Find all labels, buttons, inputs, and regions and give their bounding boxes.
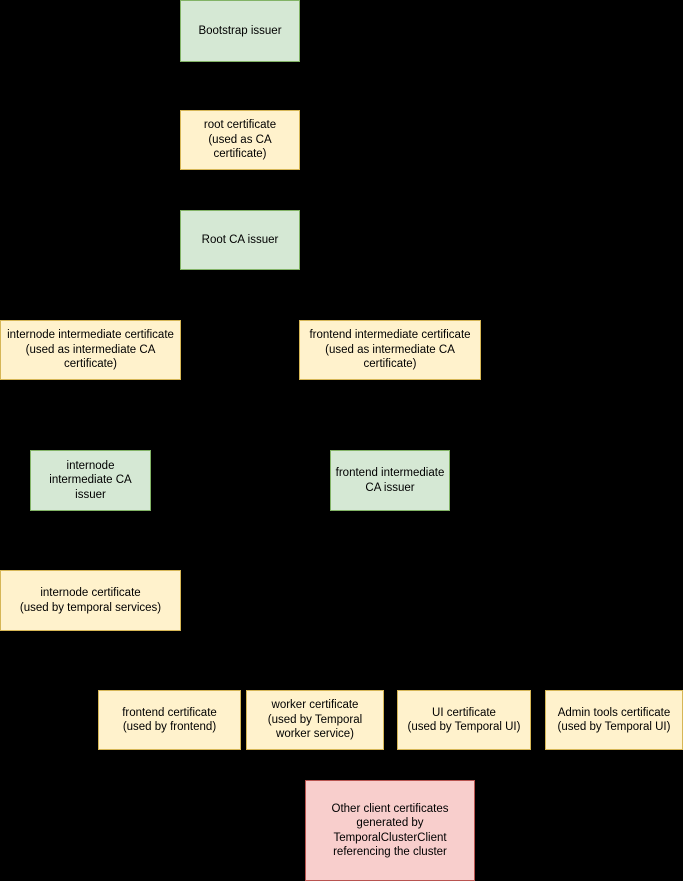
node-label-ui-certificate: UI certificate (used by Temporal UI): [407, 706, 521, 734]
node-label-internode-intermediate-certificate: internode intermediate certificate (used…: [7, 329, 174, 371]
connector-root-ca-to-frontend-intermediate: [240, 270, 241, 295]
connector-root-ca-to-internode-intermediate: [91, 295, 92, 320]
node-frontend-certificate[interactable]: frontend certificate (used by frontend): [98, 690, 241, 750]
connector-frontend-issuer-to-frontend-cert: [170, 601, 171, 690]
node-internode-intermediate-ca-issuer[interactable]: internode intermediate CA issuer: [30, 450, 151, 511]
node-internode-intermediate-certificate[interactable]: internode intermediate certificate (used…: [0, 320, 181, 380]
connector-root-ca-to-frontend-intermediate: [390, 295, 391, 320]
node-label-admin-tools-certificate: Admin tools certificate (used by Tempora…: [557, 706, 671, 734]
node-label-frontend-intermediate-certificate: frontend intermediate certificate (used …: [309, 329, 471, 371]
connector-frontend-issuer-to-worker-cert: [315, 601, 390, 602]
connector-internode-intermediate-to-issuer: [91, 415, 92, 450]
connector-bootstrap-to-root-cert: [240, 86, 241, 110]
node-label-root-certificate: root certificate (used as CA certificate…: [203, 119, 277, 161]
node-worker-certificate[interactable]: worker certificate (used by Temporal wor…: [246, 690, 384, 750]
connector-frontend-intermediate-to-issuer: [390, 380, 391, 415]
connector-internode-issuer-to-internode-cert: [91, 511, 92, 541]
connector-frontend-issuer-to-other-clients: [390, 511, 391, 646]
node-label-worker-certificate: worker certificate (used by Temporal wor…: [267, 699, 363, 741]
connector-frontend-issuer-to-admin-cert: [390, 601, 614, 602]
node-label-bootstrap-issuer: Bootstrap issuer: [198, 24, 282, 37]
node-root-certificate[interactable]: root certificate (used as CA certificate…: [180, 110, 300, 170]
node-other-client-certificates[interactable]: Other client certificates generated by T…: [305, 780, 475, 881]
node-internode-certificate[interactable]: internode certificate (used by temporal …: [0, 570, 181, 631]
connector-root-cert-to-root-ca-issuer: [240, 170, 241, 190]
node-label-root-ca-issuer: Root CA issuer: [201, 233, 279, 246]
node-label-internode-intermediate-ca-issuer: internode intermediate CA issuer: [49, 459, 132, 501]
connector-frontend-issuer-to-admin-cert: [614, 601, 615, 690]
connector-root-cert-to-root-ca-issuer: [240, 190, 241, 210]
node-bootstrap-issuer[interactable]: Bootstrap issuer: [180, 0, 300, 62]
connector-frontend-issuer-to-worker-cert: [315, 601, 316, 690]
connector-frontend-intermediate-to-issuer: [390, 415, 391, 450]
connector-frontend-issuer-to-other-clients: [390, 646, 391, 780]
node-label-frontend-certificate: frontend certificate (used by frontend): [122, 706, 217, 734]
connector-bootstrap-to-root-cert: [240, 62, 241, 86]
node-label-frontend-intermediate-ca-issuer: frontend intermediate CA issuer: [335, 467, 445, 494]
node-frontend-intermediate-ca-issuer[interactable]: frontend intermediate CA issuer: [330, 450, 450, 511]
node-ui-certificate[interactable]: UI certificate (used by Temporal UI): [397, 690, 531, 750]
connector-internode-intermediate-to-issuer: [91, 380, 92, 415]
node-label-other-client-certificates: Other client certificates generated by T…: [331, 802, 449, 859]
node-frontend-intermediate-certificate[interactable]: frontend intermediate certificate (used …: [299, 320, 481, 380]
connector-internode-issuer-to-internode-cert: [91, 541, 92, 570]
connector-root-ca-to-frontend-intermediate: [240, 295, 390, 296]
node-label-internode-certificate: internode certificate (used by temporal …: [19, 587, 162, 614]
connector-frontend-issuer-to-ui-cert: [464, 601, 465, 690]
connector-frontend-issuer-to-frontend-cert: [170, 601, 391, 602]
connector-root-ca-to-internode-intermediate: [91, 295, 241, 296]
node-root-ca-issuer[interactable]: Root CA issuer: [180, 210, 300, 270]
node-admin-tools-certificate[interactable]: Admin tools certificate (used by Tempora…: [545, 690, 683, 750]
